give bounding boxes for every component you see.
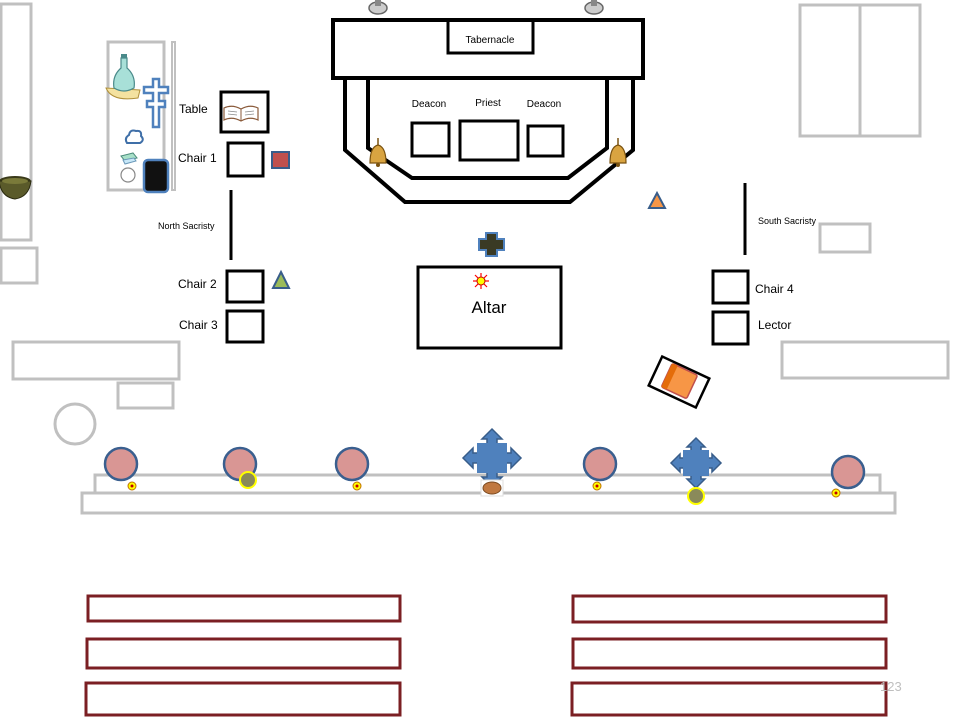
pew-left-2[interactable]	[85, 637, 402, 670]
altar-cross-icon	[478, 232, 505, 257]
table[interactable]	[219, 90, 270, 134]
apse	[331, 18, 645, 204]
servers	[103, 446, 866, 490]
tabernacle-label: Tabernacle	[466, 35, 515, 46]
altar[interactable]	[416, 265, 563, 350]
chair-2-label: Chair 2	[178, 277, 217, 291]
server-marker-3[interactable]	[334, 446, 370, 482]
left-wall-column	[0, 2, 33, 242]
south-sacristy-box	[818, 222, 872, 254]
bell-right-icon	[609, 138, 627, 167]
right-window-right	[858, 3, 922, 138]
lector-seat[interactable]	[711, 310, 750, 346]
server-marker-1[interactable]	[103, 446, 139, 482]
rail-candle-4-dot	[834, 491, 838, 495]
bell-left-icon	[369, 138, 387, 167]
chair-3[interactable]	[225, 309, 265, 344]
furniture	[219, 90, 750, 350]
left-credence-rail	[171, 41, 176, 191]
pew-right-1[interactable]	[571, 594, 888, 624]
rail-plate-1	[239, 471, 257, 489]
apse-inner	[366, 80, 609, 180]
rail-items	[127, 471, 841, 505]
pew-left-3[interactable]	[84, 681, 402, 717]
candle-icon	[473, 273, 489, 289]
server-marker-5[interactable]	[830, 454, 866, 490]
left-step	[116, 381, 175, 410]
paten-icon	[120, 167, 136, 183]
rail-candle-2-dot	[355, 484, 359, 488]
apse-outer	[343, 80, 635, 204]
candlestands	[368, 0, 604, 15]
tabernacle-wall	[331, 18, 645, 80]
right-bench	[780, 340, 950, 380]
chair-1-label: Chair 1	[178, 151, 217, 165]
candle-stem-right	[591, 0, 597, 6]
deacon-right-label: Deacon	[527, 99, 561, 110]
chair-2[interactable]	[225, 269, 265, 304]
left-wall-block	[0, 246, 39, 285]
cruet-icon	[105, 54, 141, 100]
triangle-marker-green-icon[interactable]	[271, 269, 291, 289]
chair-4-label: Chair 4	[755, 282, 794, 296]
deacon-right-seat[interactable]	[526, 124, 565, 158]
four-way-arrow-icon-2[interactable]	[669, 436, 723, 490]
four-way-arrow-icon-1[interactable]	[461, 427, 523, 489]
bowl-icon	[0, 176, 32, 200]
left-credence-shelf	[106, 40, 166, 192]
cross-icon	[142, 77, 170, 129]
south-sacristy-label: South Sacristy	[758, 216, 817, 226]
square-marker-icon[interactable]	[271, 151, 290, 169]
tabernacle-box	[446, 18, 535, 55]
font-circle	[53, 402, 97, 446]
left-bench	[11, 340, 181, 381]
cloud-icon	[124, 129, 144, 144]
north-sacristy-label: North Sacristy	[158, 221, 215, 231]
pew-right-3[interactable]	[570, 681, 888, 717]
purificator-icon	[120, 152, 138, 165]
server-marker-4[interactable]	[582, 446, 618, 482]
pews	[84, 594, 888, 717]
table-label: Table	[179, 102, 208, 116]
bread-icon	[480, 479, 504, 497]
chair-4[interactable]	[711, 269, 750, 305]
deacon-left-seat[interactable]	[410, 121, 451, 158]
rail-candle-1-dot	[130, 484, 134, 488]
chair-1[interactable]	[226, 141, 265, 178]
rail-candle-3-dot	[595, 484, 599, 488]
altar-label: Altar	[472, 298, 507, 317]
candle-stem-left	[375, 0, 381, 6]
triangle-marker-orange-icon[interactable]	[647, 190, 667, 209]
book-icon	[223, 105, 259, 122]
lectionary-icon	[647, 354, 711, 410]
rail-plate-2	[687, 487, 705, 505]
labels: Tabernacle Deacon Priest Deacon Table Ch…	[158, 35, 902, 694]
pew-right-2[interactable]	[571, 637, 888, 670]
priest-label: Priest	[475, 98, 501, 109]
page-number: 123	[880, 679, 902, 694]
lector-label: Lector	[758, 318, 791, 332]
walls	[0, 2, 950, 515]
chair-3-label: Chair 3	[179, 318, 218, 332]
missal-stand-icon	[142, 158, 170, 194]
pew-left-1[interactable]	[86, 594, 402, 623]
priest-seat[interactable]	[458, 119, 520, 162]
deacon-left-label: Deacon	[412, 99, 446, 110]
right-window-left	[798, 3, 862, 138]
